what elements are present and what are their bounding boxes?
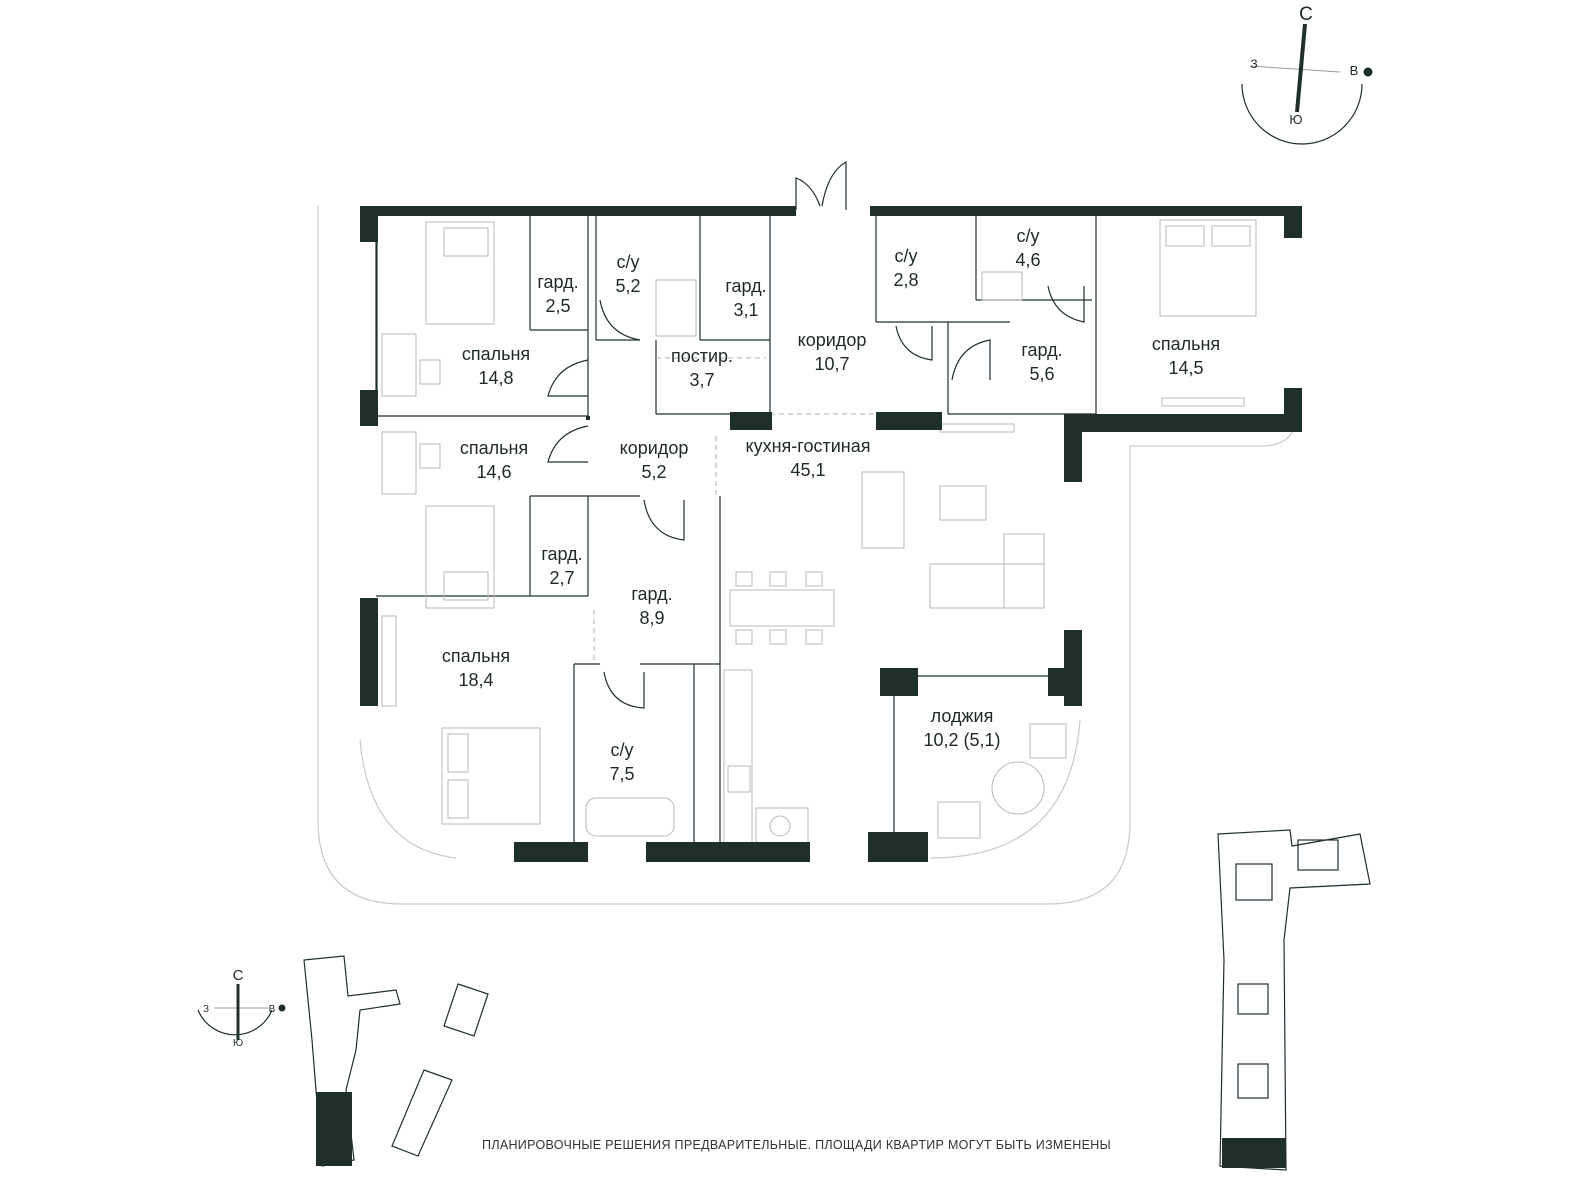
room-wardrobe-3: гард. 5,6 [1021,340,1062,384]
room-wardrobe-1: гард. 2,5 [537,272,578,316]
compass-south-label: Ю [1289,112,1302,127]
small-compass-north-label: С [233,967,244,984]
key-plan-highlight [1222,1138,1286,1168]
room-bedroom-sw: спальня 18,4 [442,646,510,690]
room-bedroom-nw: спальня 14,8 [462,344,530,388]
svg-text:гард.: гард. [631,584,672,604]
room-wardrobe-4: гард. 2,7 [541,544,582,588]
compass-north-label: С [1299,4,1313,25]
interior-partitions [375,215,1097,844]
svg-text:с/у: с/у [1016,226,1039,246]
terrace-outline [317,206,1299,905]
svg-text:14,6: 14,6 [476,462,511,482]
svg-text:постир.: постир. [671,346,733,366]
zone-dividers [593,357,876,664]
svg-text:8,9: 8,9 [639,608,664,628]
room-bathroom-2: с/у 2,8 [893,246,918,290]
svg-text:4,6: 4,6 [1015,250,1040,270]
room-labels: спальня 14,8 гард. 2,5 с/у 5,2 гард. 3,1… [442,226,1220,784]
svg-text:3,7: 3,7 [689,370,714,390]
room-bathroom-3: с/у 4,6 [1015,226,1040,270]
furniture [381,219,1257,845]
small-compass-east-dot [278,1004,286,1012]
room-corridor-w: коридор 5,2 [620,438,689,482]
doors [547,160,1085,709]
svg-text:гард.: гард. [537,272,578,292]
svg-text:10,2 (5,1): 10,2 (5,1) [923,730,1000,750]
compass-small: С Ю З В [197,967,286,1049]
svg-text:3,1: 3,1 [733,300,758,320]
svg-text:коридор: коридор [798,330,867,350]
small-compass-south-label: Ю [233,1038,243,1049]
svg-text:гард.: гард. [1021,340,1062,360]
room-bathroom-4: с/у 7,5 [609,740,634,784]
building-key-plan [1217,829,1371,1171]
svg-text:7,5: 7,5 [609,764,634,784]
compass-main: С Ю З В [1241,4,1373,145]
compass-west-label: З [1250,57,1257,71]
svg-text:2,5: 2,5 [545,296,570,316]
compass-east-label: В [1350,63,1359,78]
svg-text:14,5: 14,5 [1168,358,1203,378]
svg-text:спальня: спальня [460,438,528,458]
svg-text:спальня: спальня [462,344,530,364]
room-bedroom-ne: спальня 14,5 [1152,334,1220,378]
small-compass-west-label: З [203,1004,209,1015]
room-bathroom-1: с/у 5,2 [615,252,640,296]
svg-text:с/у: с/у [616,252,639,272]
svg-text:спальня: спальня [1152,334,1220,354]
svg-text:5,2: 5,2 [641,462,666,482]
svg-text:2,8: 2,8 [893,270,918,290]
room-corridor-n: коридор 10,7 [798,330,867,374]
site-plan-highlight [316,1092,352,1166]
room-laundry: постир. 3,7 [671,346,733,390]
svg-text:коридор: коридор [620,438,689,458]
svg-text:гард.: гард. [725,276,766,296]
svg-text:кухня-гостиная: кухня-гостиная [746,436,871,456]
disclaimer-text: ПЛАНИРОВОЧНЫЕ РЕШЕНИЯ ПРЕДВАРИТЕЛЬНЫЕ. П… [482,1138,1111,1152]
room-bedroom-w: спальня 14,6 [460,438,528,482]
room-wardrobe-2: гард. 3,1 [725,276,766,320]
svg-text:45,1: 45,1 [790,460,825,480]
small-compass-east-label: В [269,1004,276,1015]
walls [360,206,1302,862]
svg-text:18,4: 18,4 [458,670,493,690]
svg-text:с/у: с/у [610,740,633,760]
compass-east-dot [1363,67,1373,77]
site-plan [303,955,489,1167]
svg-text:с/у: с/у [894,246,917,266]
room-loggia: лоджия 10,2 (5,1) [923,706,1000,750]
svg-text:5,2: 5,2 [615,276,640,296]
svg-text:лоджия: лоджия [931,706,994,726]
room-kitchen-living: кухня-гостиная 45,1 [746,436,871,480]
svg-text:10,7: 10,7 [814,354,849,374]
svg-text:спальня: спальня [442,646,510,666]
svg-text:5,6: 5,6 [1029,364,1054,384]
room-wardrobe-5: гард. 8,9 [631,584,672,628]
svg-text:14,8: 14,8 [478,368,513,388]
svg-text:2,7: 2,7 [549,568,574,588]
svg-text:гард.: гард. [541,544,582,564]
